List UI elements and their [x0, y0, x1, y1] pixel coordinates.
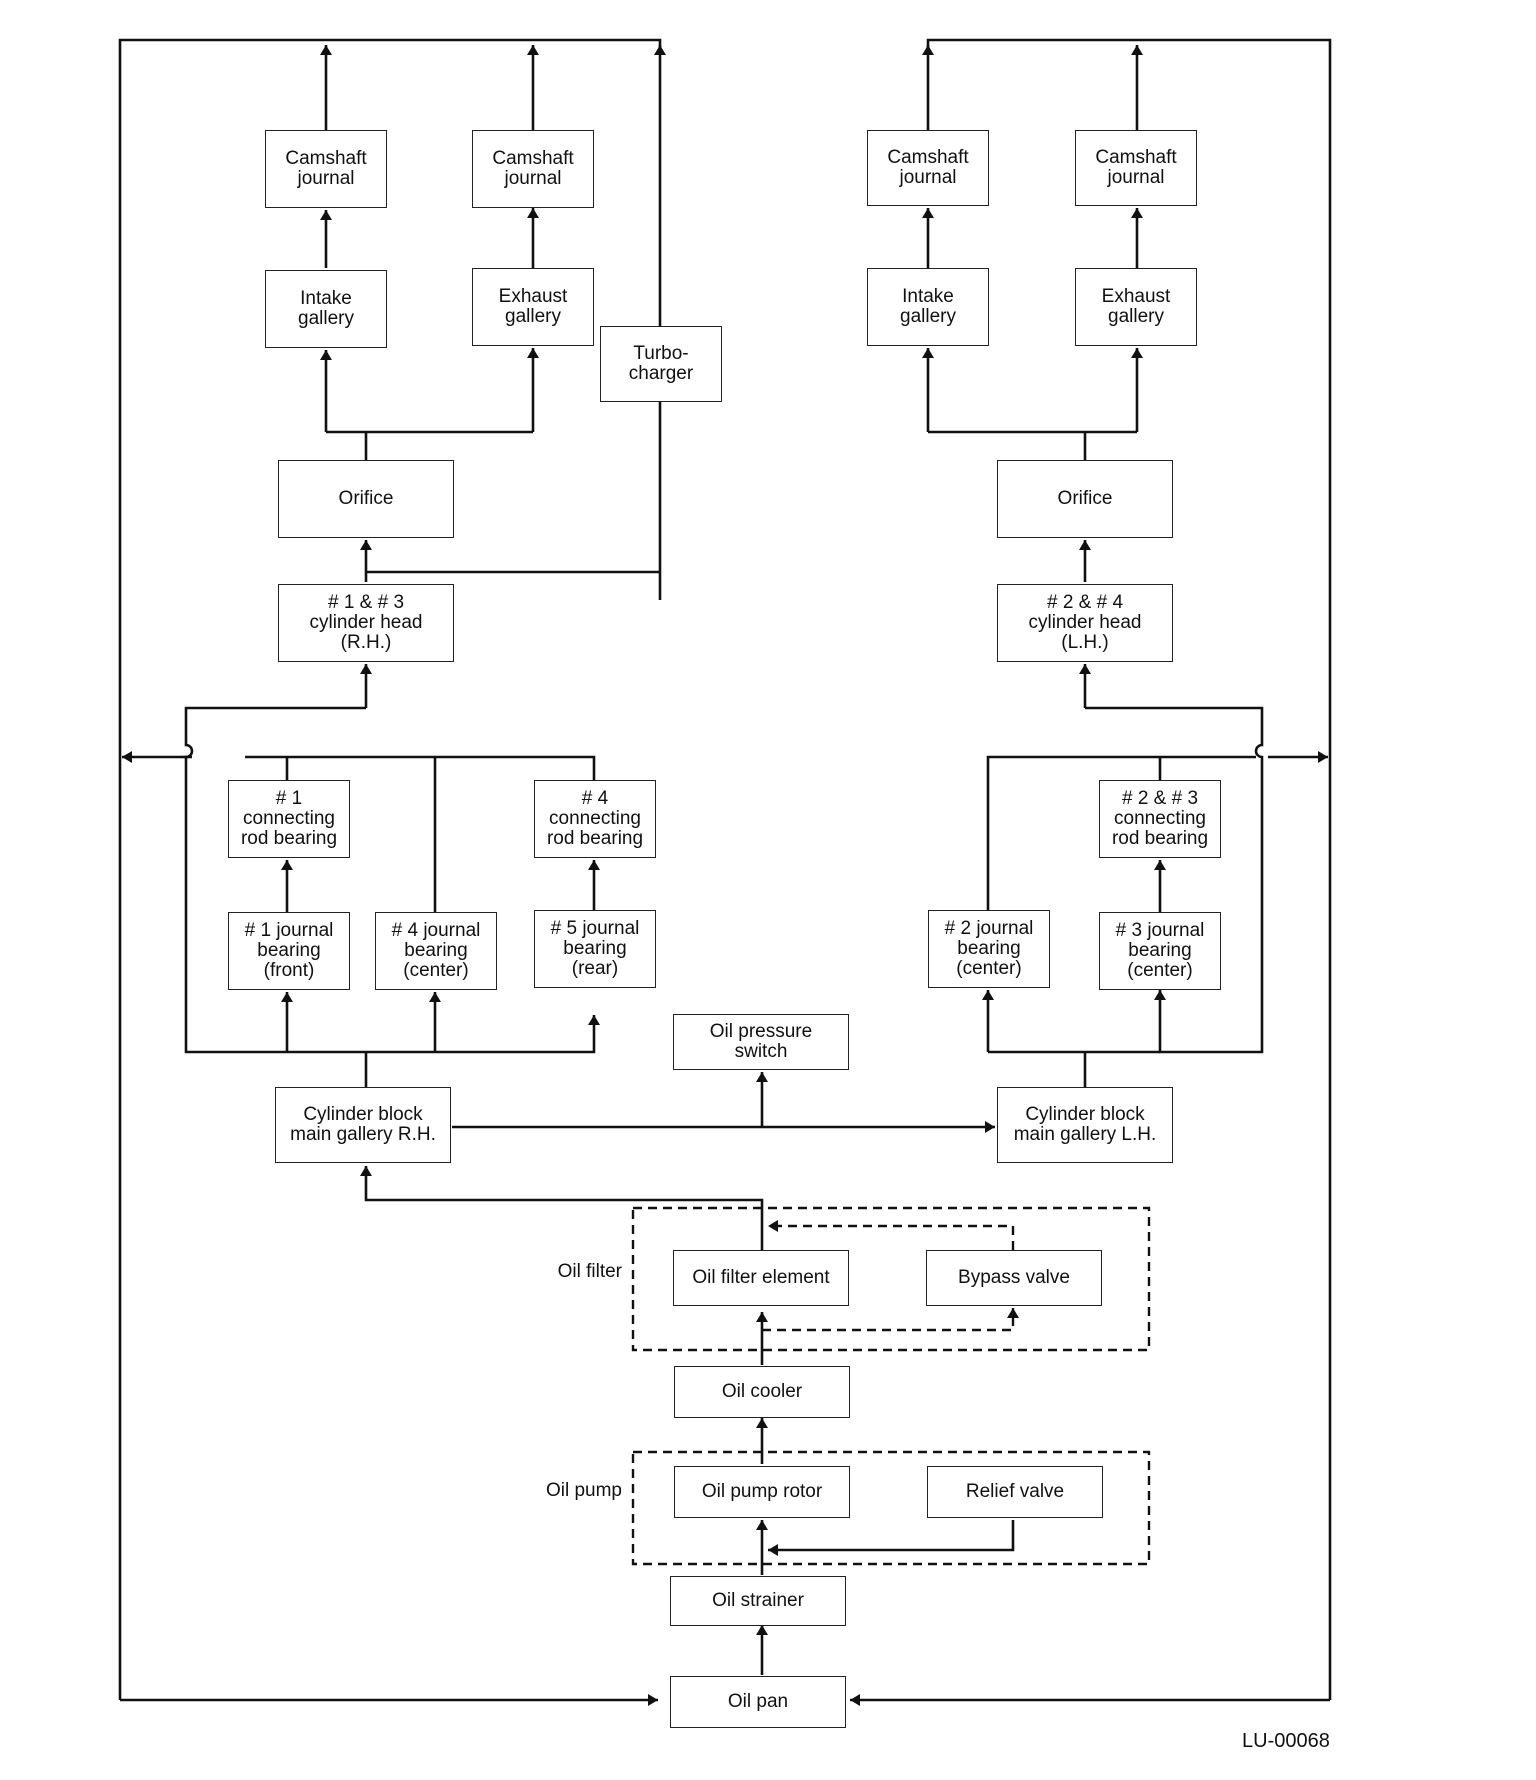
main-gallery-lh: Cylinder block main gallery L.H. — [997, 1087, 1173, 1163]
rod-bearing-2-3: # 2 & # 3 connecting rod bearing — [1099, 780, 1221, 858]
journal-bearing-4: # 4 journal bearing (center) — [375, 912, 497, 990]
journal-bearing-2: # 2 journal bearing (center) — [928, 910, 1050, 988]
oil-filter-label: Oil filter — [557, 1261, 622, 1282]
oil-pressure-switch: Oil pressure switch — [673, 1014, 849, 1070]
figure-code: LU-00068 — [1242, 1730, 1330, 1752]
cylinder-head-rh: # 1 & # 3 cylinder head (R.H.) — [278, 584, 454, 662]
main-gallery-rh: Cylinder block main gallery R.H. — [275, 1087, 451, 1163]
camshaft-journal-lh-intake: Camshaft journal — [867, 130, 989, 206]
journal-bearing-3: # 3 journal bearing (center) — [1099, 912, 1221, 990]
oil-filter-group — [631, 1206, 1151, 1352]
intake-gallery-lh: Intake gallery — [867, 268, 989, 346]
journal-bearing-5: # 5 journal bearing (rear) — [534, 910, 656, 988]
camshaft-journal-rh-intake: Camshaft journal — [265, 130, 387, 208]
oil-pan: Oil pan — [670, 1676, 846, 1728]
journal-bearing-1: # 1 journal bearing (front) — [228, 912, 350, 990]
bypass-valve: Bypass valve — [926, 1250, 1102, 1306]
relief-valve: Relief valve — [927, 1466, 1103, 1518]
oil-strainer: Oil strainer — [670, 1576, 846, 1626]
rod-bearing-1: # 1 connecting rod bearing — [228, 780, 350, 858]
oil-filter-element: Oil filter element — [673, 1250, 849, 1306]
cylinder-head-lh: # 2 & # 4 cylinder head (L.H.) — [997, 584, 1173, 662]
oil-pump-label: Oil pump — [545, 1480, 622, 1501]
oil-cooler: Oil cooler — [674, 1366, 850, 1418]
orifice-lh: Orifice — [997, 460, 1173, 538]
orifice-rh: Orifice — [278, 460, 454, 538]
oil-pump-group — [631, 1450, 1151, 1566]
rod-bearing-4: # 4 connecting rod bearing — [534, 780, 656, 858]
turbocharger: Turbo- charger — [600, 326, 722, 402]
camshaft-journal-rh-exhaust: Camshaft journal — [472, 130, 594, 208]
oil-pump-rotor: Oil pump rotor — [674, 1466, 850, 1518]
exhaust-gallery-rh: Exhaust gallery — [472, 268, 594, 346]
intake-gallery-rh: Intake gallery — [265, 270, 387, 348]
exhaust-gallery-lh: Exhaust gallery — [1075, 268, 1197, 346]
camshaft-journal-lh-exhaust: Camshaft journal — [1075, 130, 1197, 206]
